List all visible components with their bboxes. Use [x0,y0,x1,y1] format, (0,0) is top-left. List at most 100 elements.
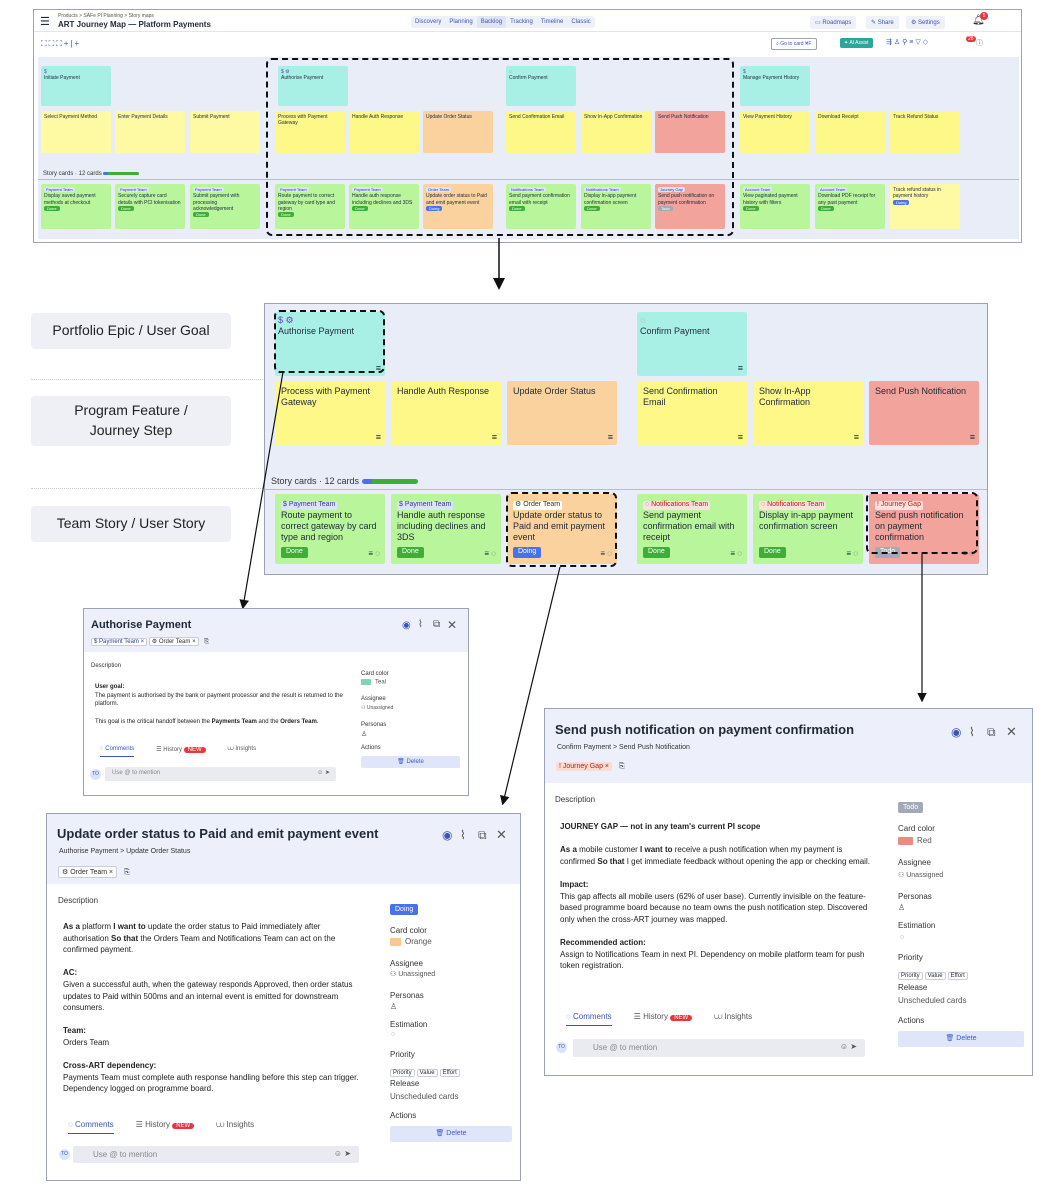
card-icons[interactable]: ≡ ◌ [484,549,496,558]
status-pill[interactable]: Done [759,547,786,558]
eye-icon[interactable]: ◉ [951,725,962,739]
status-pill[interactable]: Done [281,547,308,558]
send-icons[interactable]: ☺ ➤ [333,1149,351,1158]
estimation-icon[interactable]: ◌ [900,934,905,941]
tab-insights[interactable]: ⩊ Insights [714,1012,753,1021]
menu-icon[interactable]: ≡ [853,431,859,442]
feature-card[interactable]: Select Payment Method [41,111,111,153]
card-icons[interactable]: ≡ ◌ [846,549,858,558]
feature-card[interactable]: Download Receipt [815,111,885,153]
copy-icon[interactable]: ⧉ [478,828,487,842]
epic-card[interactable]: $Initiate Payment [41,66,111,106]
card-color-value[interactable]: Red [898,836,932,845]
tab-backlog[interactable]: Backlog [476,16,507,28]
bell-icon[interactable]: 🔔︎ [972,15,985,26]
menu-icon[interactable]: ☰ [40,16,50,28]
settings-button[interactable]: ⚙ Settings [906,16,945,29]
status-pill[interactable]: Done [643,547,670,558]
tab-tracking[interactable]: Tracking [510,19,533,25]
card-icons[interactable]: ≡ ◌ [368,549,380,558]
feature-card[interactable]: Handle Auth Response [349,111,419,153]
release-value[interactable]: Unscheduled cards [898,996,967,1005]
epic-card[interactable]: $Manage Payment History [740,66,810,106]
feature-card[interactable]: Send Push Notification [655,111,725,153]
roadmaps-button[interactable]: ▭ Roadmaps [810,16,857,29]
add-persona-icon[interactable]: ♙ [390,1002,398,1011]
feature-card[interactable]: Handle Auth Response≡ [391,381,501,445]
send-icons[interactable]: ☺ ➤ [317,770,330,776]
tab-comments[interactable]: ◌ Comments [68,1120,114,1134]
menu-icon[interactable]: ≡ [375,362,381,373]
tab-planning[interactable]: Planning [449,19,473,25]
feature-card[interactable]: Submit Payment [190,111,260,153]
menu-icon[interactable]: ≡ [375,431,381,442]
feature-card[interactable]: Show In-App Confirmation [581,111,651,153]
panel-breadcrumb[interactable]: Confirm Payment > Send Push Notification [557,744,690,751]
chip-order-team[interactable]: ⚙ Order Team × [148,637,199,646]
tab-discovery[interactable]: Discovery [415,19,442,25]
menu-icon[interactable]: ≡ [737,362,743,373]
value-tag[interactable]: Value [924,972,946,980]
chip-order-team[interactable]: ⚙ Order Team × [58,866,118,878]
assignee-value[interactable]: ⚇ Unassigned [390,971,436,978]
estimation-icon[interactable]: ◌ [391,1031,396,1038]
feature-card[interactable]: Send Confirmation Email≡ [637,381,747,445]
feature-card[interactable]: Track Refund Status [890,111,960,153]
tab-classic[interactable]: Classic [571,19,591,25]
feature-card[interactable]: Enter Payment Details [115,111,185,153]
status-badge[interactable]: Doing [390,904,419,915]
card-icons[interactable]: ≡ ◌ [730,549,742,558]
tab-history[interactable]: ☰ History NEW [136,1120,195,1134]
status-pill[interactable]: Done [397,547,424,558]
menu-icon[interactable]: ≡ [607,431,613,442]
toolbar-icons[interactable]: ⇶♙⚲≡▽◇ [886,39,931,46]
delete-button[interactable]: 🗑︎ Delete [898,1031,1024,1047]
layout-icons[interactable]: ⛶⛶⛶+|+ [41,39,82,48]
add-chip-icon[interactable]: ⎘ [204,639,210,645]
attach-icon[interactable]: ⌇ [969,725,975,739]
mention-input[interactable]: Use @ to mention☺ ➤ [105,767,336,781]
card-icons[interactable]: ≡ ◌ [600,549,612,558]
menu-icon[interactable]: ≡ [737,431,743,442]
feature-card[interactable]: Process with Payment Gateway [275,111,345,153]
delete-button[interactable]: 🗑︎ Delete [390,1126,512,1142]
delete-button[interactable]: 🗑︎ Delete [361,756,460,768]
attach-icon[interactable]: ⌇ [418,619,423,630]
mention-input[interactable]: Use @ to mention☺ ➤ [573,1039,865,1057]
feature-card[interactable]: Send Push Notification≡ [869,381,979,445]
close-icon[interactable]: ✕ [496,827,507,842]
feature-card[interactable]: Process with Payment Gateway≡ [275,381,385,445]
chip-journey-gap[interactable]: ! Journey Gap × [556,762,613,771]
mention-input[interactable]: Use @ to mention☺ ➤ [73,1146,359,1163]
feature-card[interactable]: Update Order Status [423,111,493,153]
assignee-value[interactable]: ⚇ Unassigned [898,872,944,879]
feature-card[interactable]: Update Order Status≡ [507,381,617,445]
copy-icon[interactable]: ⧉ [433,619,441,630]
epic-card[interactable]: $ ⚙Authorise Payment≡ [275,312,385,376]
epic-card[interactable]: ◌Confirm Payment≡ [637,312,747,376]
feature-card[interactable]: Show In-App Confirmation≡ [753,381,863,445]
add-persona-icon[interactable]: ♙ [898,903,906,912]
card-color-value[interactable]: Orange [390,937,432,946]
tab-comments[interactable]: ◌ Comments [100,746,135,757]
ai-assist-button[interactable]: ✦ AI Assist [840,38,873,48]
epic-card[interactable]: $ ⚙Authorise Payment [278,66,348,106]
assignee-value[interactable]: ⚇ Unassigned [361,705,394,711]
status-badge[interactable]: Todo [898,802,924,813]
add-chip-icon[interactable]: ⎘ [618,763,625,770]
menu-icon[interactable]: ≡ [491,431,497,442]
tab-history[interactable]: ☰ History NEW [156,746,206,757]
